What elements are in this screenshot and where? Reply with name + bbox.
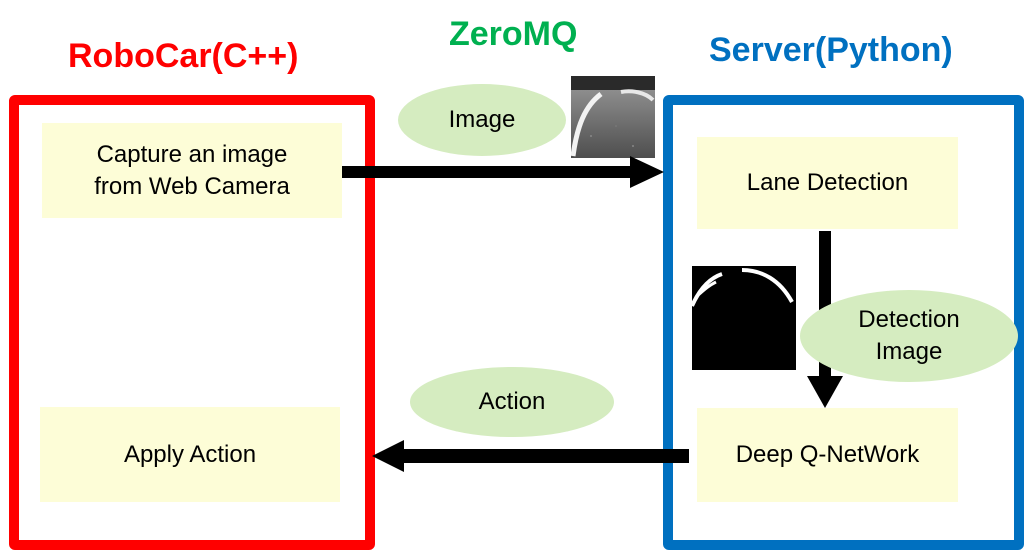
robocar-title: RoboCar(C++) (68, 37, 299, 75)
zeromq-title: ZeroMQ (449, 15, 578, 53)
capture-image-box: Capture an image from Web Camera (42, 123, 342, 218)
detection-image-thumbnail (692, 266, 796, 370)
robocar-frame (9, 95, 375, 550)
detection-image-message-label: Detection Image (800, 290, 1018, 382)
image-send-arrow (342, 156, 664, 188)
action-message-label: Action (410, 367, 614, 437)
camera-image-thumbnail (571, 76, 655, 158)
server-title: Server(Python) (709, 31, 953, 69)
deep-q-network-box: Deep Q-NetWork (697, 408, 958, 502)
image-message-label: Image (398, 84, 566, 156)
apply-action-box: Apply Action (40, 407, 340, 502)
lane-detection-box: Lane Detection (697, 137, 958, 229)
action-return-arrow (372, 440, 689, 472)
server-frame (663, 95, 1024, 550)
